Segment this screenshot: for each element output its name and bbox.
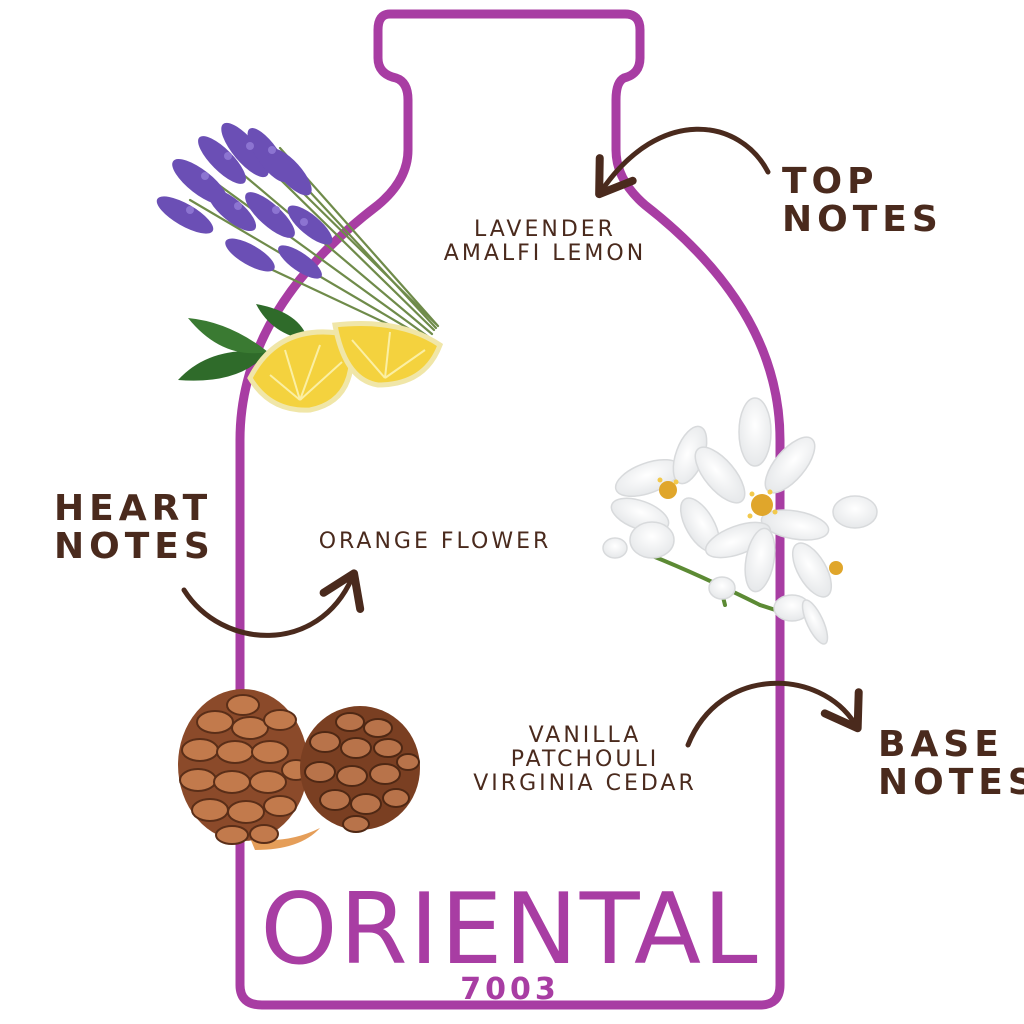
base-notes-arrow: [685, 680, 863, 748]
bottle-outline: [235, 9, 785, 1010]
product-name: ORIENTAL: [260, 873, 760, 987]
product-code: 7003: [460, 972, 560, 1007]
orange-blossom-icon: [602, 397, 878, 645]
heart-notes-title: HEART NOTES: [54, 490, 215, 566]
ingredient-amalfi-lemon: AMALFI LEMON: [443, 241, 647, 266]
ingredient-vanilla: VANILLA: [528, 723, 642, 748]
heart-notes-title-line2: NOTES: [54, 526, 215, 567]
base-notes-title-line1: BASE: [878, 724, 1004, 765]
pine-cone-icon: [178, 689, 420, 850]
base-notes-title: BASE NOTES: [878, 726, 1024, 802]
top-notes-title-line1: TOP: [782, 161, 879, 202]
top-notes-ingredients: LAVENDER AMALFI LEMON: [400, 218, 690, 266]
ingredient-lavender: LAVENDER: [474, 217, 616, 242]
top-notes-arrow: [595, 126, 771, 199]
ingredient-patchouli: PATCHOULI: [510, 747, 660, 772]
heart-notes-title-line1: HEART: [54, 488, 213, 529]
heart-notes-arrow: [181, 569, 365, 638]
top-notes-title-line2: NOTES: [782, 199, 943, 240]
ingredient-virginia-cedar: VIRGINIA CEDAR: [473, 771, 697, 796]
base-notes-title-line2: NOTES: [878, 762, 1024, 803]
lemon-icon: [178, 304, 444, 413]
base-notes-ingredients: VANILLA PATCHOULI VIRGINIA CEDAR: [435, 724, 735, 796]
heart-notes-ingredients: ORANGE FLOWER: [275, 530, 595, 554]
lavender-icon: [156, 122, 440, 344]
ingredient-orange-flower: ORANGE FLOWER: [318, 529, 552, 554]
top-notes-title: TOP NOTES: [782, 163, 943, 239]
